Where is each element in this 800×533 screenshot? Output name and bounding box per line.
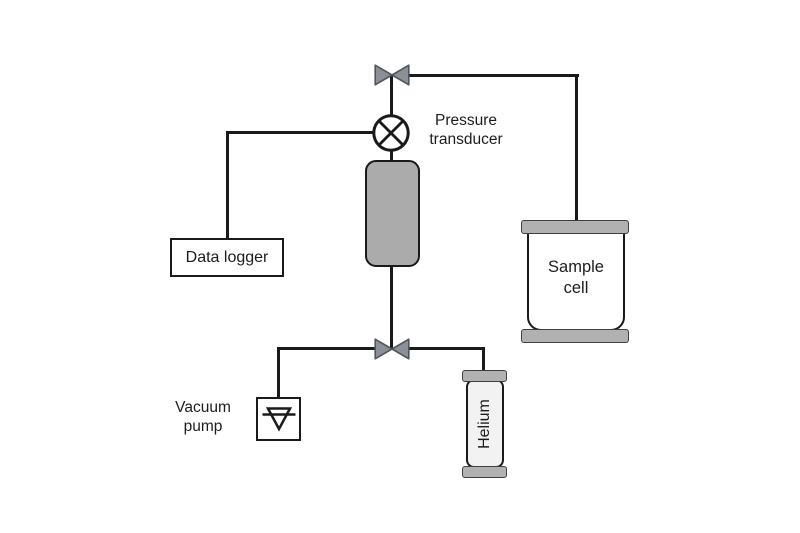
sample-cell-body: Sample cell bbox=[527, 228, 625, 331]
helium-cylinder-top-cap bbox=[462, 370, 507, 382]
pipe-bottom-valve-to-left bbox=[278, 347, 380, 350]
helium-cylinder-bottom-cap bbox=[462, 466, 507, 478]
pipe-top-valve-to-right bbox=[404, 74, 579, 77]
vacuum-pump-label: Vacuum pump bbox=[160, 398, 246, 436]
pressure-transducer-icon bbox=[372, 114, 410, 152]
top-valve-icon bbox=[374, 64, 410, 86]
pipe-top-valve-to-transducer bbox=[390, 75, 393, 116]
data-logger-label: Data logger bbox=[185, 248, 269, 266]
sample-cell-bottom-cap bbox=[521, 329, 629, 343]
vacuum-pump-label-line2: pump bbox=[183, 418, 223, 435]
pipe-sample-cell-drop bbox=[575, 74, 578, 222]
reference-volume-vessel bbox=[365, 160, 420, 267]
pressure-transducer-label-line1: Pressure bbox=[434, 112, 498, 129]
pipe-helium-riser bbox=[482, 347, 485, 372]
sample-cell-label-line1: Sample bbox=[548, 257, 604, 276]
pressure-transducer-label: Pressure transducer bbox=[416, 111, 516, 149]
pipe-refvolume-to-bottom-valve bbox=[390, 265, 393, 349]
sample-cell-top-cap bbox=[521, 220, 629, 234]
pipe-bottom-valve-to-right bbox=[404, 347, 484, 350]
vacuum-pump-box bbox=[256, 397, 301, 441]
sample-cell-label-line2: cell bbox=[563, 278, 589, 297]
pipe-transducer-to-left bbox=[226, 131, 374, 134]
bottom-valve-icon bbox=[374, 338, 410, 360]
pipe-data-logger-drop bbox=[226, 131, 229, 240]
vacuum-pump-icon bbox=[262, 407, 295, 432]
pipe-vacuum-pump-drop bbox=[277, 347, 280, 398]
helium-cylinder-body: Helium bbox=[466, 379, 504, 468]
helium-label: Helium bbox=[476, 398, 494, 449]
data-logger-box: Data logger bbox=[170, 238, 284, 277]
pipe-transducer-to-refvolume bbox=[390, 148, 393, 162]
pressure-transducer-label-line2: transducer bbox=[429, 131, 503, 148]
vacuum-pump-label-line1: Vacuum bbox=[175, 399, 231, 416]
